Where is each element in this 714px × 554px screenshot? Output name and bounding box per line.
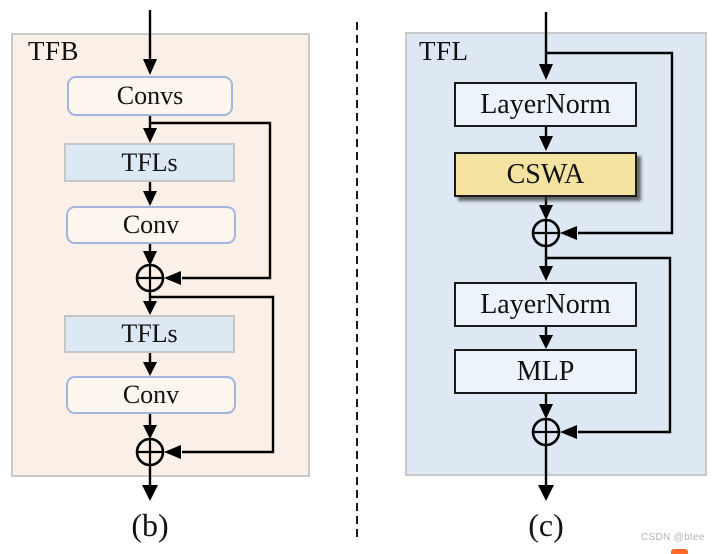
mlp-box: MLP <box>454 349 637 394</box>
convs-box: Convs <box>67 76 233 116</box>
tfl-panel-label: TFL <box>419 36 469 66</box>
tfls-box-1: TFLs <box>64 143 235 182</box>
watermark-logo-icon <box>671 549 688 554</box>
conv-box-2: Conv <box>66 376 236 414</box>
layernorm-box-1: LayerNorm <box>454 82 637 127</box>
conv-box-1: Conv <box>66 206 236 244</box>
tfb-panel-label: TFB <box>28 36 80 66</box>
caption-c: (c) <box>528 507 564 543</box>
tfls-box-2: TFLs <box>64 315 235 353</box>
layernorm-box-2: LayerNorm <box>454 282 637 327</box>
cswa-box: CSWA <box>454 152 637 197</box>
caption-b: (b) <box>131 507 169 543</box>
watermark-text: CSDN @btee <box>641 532 705 543</box>
